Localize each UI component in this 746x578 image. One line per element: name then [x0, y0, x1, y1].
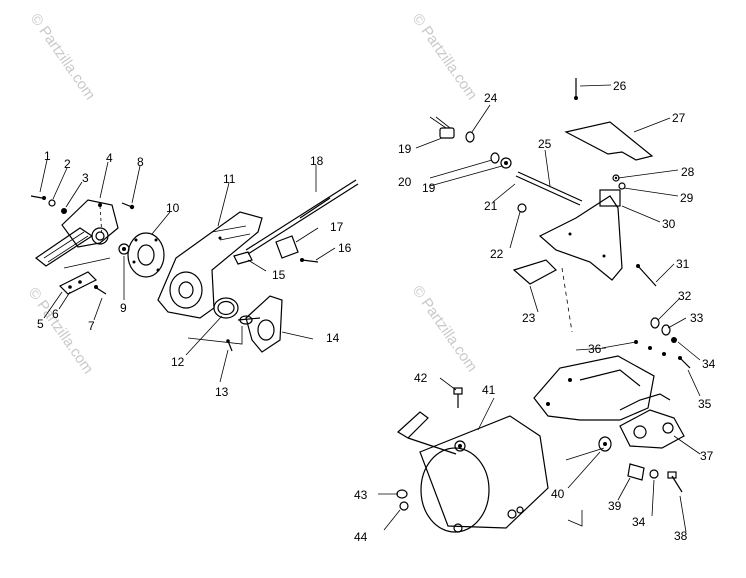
callout-19-upper: 19 — [398, 142, 412, 156]
callout-25: 25 — [538, 137, 552, 151]
callout-2: 2 — [64, 157, 71, 171]
nut-44 — [399, 501, 409, 511]
callout-18: 18 — [310, 154, 324, 168]
callout-24: 24 — [484, 91, 498, 105]
callout-22: 22 — [490, 247, 504, 261]
main-housing-11 — [157, 211, 263, 319]
callout-40: 40 — [551, 487, 565, 501]
callout-16: 16 — [338, 241, 352, 255]
watermark-left: © Partzilla.com — [25, 285, 97, 378]
washer-20 — [490, 152, 500, 164]
callout-42: 42 — [414, 371, 428, 385]
callout-4: 4 — [106, 151, 113, 165]
washer-2 — [48, 199, 56, 207]
washer-24 — [465, 131, 475, 143]
callout-34-lower: 34 — [632, 515, 646, 529]
shaft-25 — [515, 171, 583, 206]
spacer-39 — [627, 463, 645, 481]
callout-19-lower: 19 — [422, 181, 436, 195]
callout-11: 11 — [223, 172, 236, 186]
screw-7 — [94, 285, 107, 295]
callout-8: 8 — [137, 155, 144, 169]
callout-labels: 1 2 3 4 5 6 7 8 9 10 11 12 13 14 15 16 1… — [37, 79, 716, 544]
bracket-30 — [538, 189, 623, 281]
seal-12 — [213, 297, 239, 319]
screw-1 — [30, 195, 46, 200]
nut-34-upper — [671, 337, 677, 343]
callout-21: 21 — [484, 199, 498, 213]
callout-20: 20 — [398, 175, 412, 189]
bolt-42 — [453, 387, 463, 408]
housing-4 — [34, 199, 119, 267]
plate-27 — [564, 121, 654, 161]
callout-36: 36 — [588, 342, 602, 356]
cable-18 — [245, 179, 359, 255]
watermark-top-right: © Partzilla.com — [409, 11, 481, 104]
watermark-middle-right: © Partzilla.com — [409, 283, 481, 376]
callout-6: 6 — [52, 307, 59, 321]
callout-7: 7 — [88, 319, 95, 333]
callout-23: 23 — [522, 311, 536, 325]
callout-1: 1 — [44, 149, 51, 163]
nut-22 — [517, 203, 527, 213]
callout-17: 17 — [330, 220, 344, 234]
gear-cover — [533, 355, 671, 421]
bolt-35 — [678, 356, 691, 369]
bushing-19-lower — [500, 157, 512, 169]
right-assembly-drawing — [396, 78, 691, 533]
callout-10: 10 — [166, 201, 180, 215]
washer-33 — [661, 324, 671, 336]
callout-14: 14 — [326, 331, 340, 345]
callout-44: 44 — [354, 530, 368, 544]
leader-lines — [39, 84, 701, 533]
washer-29 — [618, 182, 626, 190]
bolt-38 — [667, 471, 683, 493]
callout-28: 28 — [681, 165, 695, 179]
callout-9: 9 — [120, 301, 127, 315]
watermark-top-left: © Partzilla.com — [27, 11, 99, 104]
callout-32: 32 — [678, 289, 692, 303]
drum-41 — [396, 411, 549, 533]
pin-26 — [574, 78, 578, 100]
washer-9 — [118, 243, 130, 255]
callout-34-upper: 34 — [702, 357, 716, 371]
callout-30: 30 — [662, 217, 676, 231]
lever-5 — [58, 271, 98, 295]
plate-17 — [275, 235, 299, 259]
callout-29: 29 — [680, 191, 694, 205]
callout-43: 43 — [354, 488, 368, 502]
bushing-32 — [650, 317, 660, 329]
nut-34-lower — [649, 469, 659, 479]
callout-39: 39 — [608, 499, 622, 513]
bushing-19-upper — [429, 116, 455, 139]
flange-plate-10 — [127, 232, 165, 278]
callout-15: 15 — [272, 268, 286, 282]
callout-27: 27 — [672, 111, 686, 125]
nut-43 — [396, 489, 408, 499]
bracket-37 — [619, 409, 685, 449]
callout-33: 33 — [690, 311, 704, 325]
callout-37: 37 — [700, 449, 714, 463]
screw-16 — [300, 258, 319, 263]
clip-15 — [233, 251, 253, 265]
lever-23 — [512, 259, 557, 285]
callout-38: 38 — [674, 529, 688, 543]
callout-31: 31 — [676, 257, 690, 271]
callout-41: 41 — [482, 383, 496, 397]
screw-8 — [121, 202, 135, 210]
callout-13: 13 — [215, 385, 229, 399]
callout-26: 26 — [613, 79, 627, 93]
screw-31 — [636, 264, 657, 287]
callout-3: 3 — [82, 171, 89, 185]
callout-35: 35 — [698, 397, 712, 411]
bracket-14 — [237, 295, 283, 353]
callout-5: 5 — [37, 317, 44, 331]
pin-13 — [226, 339, 233, 352]
nut-3 — [61, 208, 67, 214]
callout-12: 12 — [171, 355, 185, 369]
bushing-36 — [634, 340, 666, 356]
left-assembly-drawing — [30, 179, 359, 353]
washer-40 — [598, 436, 612, 452]
